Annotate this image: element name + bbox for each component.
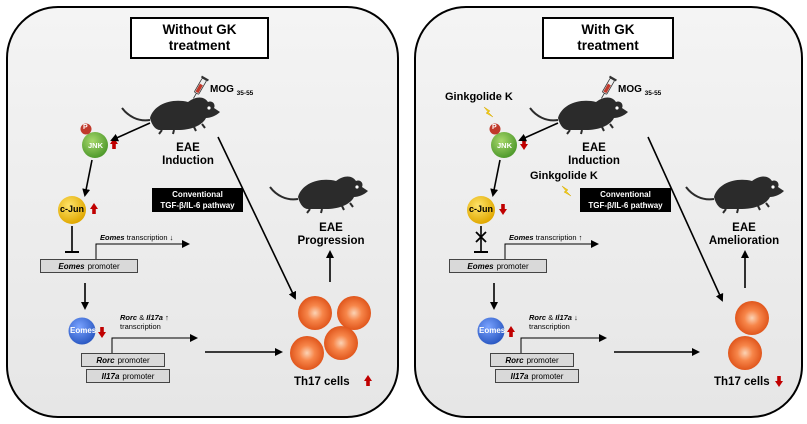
mouse-icon: [269, 175, 369, 214]
ginkgolide-label: Ginkgolide K: [530, 170, 598, 182]
eomes-node: [68, 317, 96, 345]
mog-label: MOG 35-55: [618, 84, 662, 97]
cjun-label: c-Jun: [60, 204, 85, 214]
mog-label: MOG 35-55: [210, 84, 254, 97]
th17-cell: [728, 336, 762, 370]
cjun-node: [467, 196, 495, 224]
ginkgolide-label: Ginkgolide K: [445, 91, 513, 103]
phospho-badge: [80, 123, 92, 135]
down-arrow-icon: [520, 139, 528, 150]
eomes-node-label: Eomes: [479, 326, 506, 335]
eomes-node-label: Eomes: [70, 326, 97, 335]
jnk-label: JNK: [88, 141, 104, 150]
up-arrow-icon: [364, 375, 372, 386]
p-label: P: [492, 124, 497, 131]
jnk-label: JNK: [497, 141, 513, 150]
lightning-icon: [483, 106, 494, 118]
th17-label: Th17 cells: [714, 376, 770, 388]
th17-cell: [735, 301, 769, 335]
cjun-node: [58, 196, 86, 224]
rorc-il17a-transcription-label: Rorc & Il17a ↓ transcription: [529, 313, 578, 331]
panel-title: Without GK treatment: [130, 17, 269, 59]
up-arrow-icon: [507, 326, 515, 337]
jnk-node: [491, 132, 517, 158]
down-arrow-icon: [499, 204, 507, 215]
rorc-il17a-transcription-label: Rorc & Il17a ↑ transcription: [120, 313, 169, 331]
th17-cell: [337, 296, 371, 330]
panel-title: With GK treatment: [542, 17, 674, 59]
eae-outcome-label: EAE Amelioration: [708, 222, 780, 247]
jnk-node: [82, 132, 108, 158]
lightning-icon: [561, 185, 572, 197]
down-arrow-icon: [775, 376, 783, 387]
pathway-box: Conventional TGF-β/IL-6 pathway: [580, 188, 671, 212]
th17-cell: [290, 336, 324, 370]
syringe-icon: [189, 75, 210, 101]
p-label: P: [83, 124, 88, 131]
down-arrow-icon: [98, 327, 106, 338]
syringe-icon: [597, 75, 618, 101]
cjun-label: c-Jun: [469, 204, 494, 214]
eomes-transcription-label: Eomes transcription ↑: [509, 233, 583, 242]
eae-induction-label: EAE Induction: [162, 142, 214, 167]
eae-outcome-label: EAE Progression: [297, 222, 365, 247]
eomes-transcription-label: Eomes transcription ↓: [100, 233, 174, 242]
eae-induction-label: EAE Induction: [568, 142, 620, 167]
up-arrow-icon: [90, 203, 98, 214]
pathway-box: Conventional TGF-β/IL-6 pathway: [152, 188, 243, 212]
th17-cell: [298, 296, 332, 330]
eomes-node: [477, 317, 505, 345]
mouse-icon: [685, 175, 785, 214]
th17-cell: [324, 326, 358, 360]
th17-label: Th17 cells: [294, 376, 350, 388]
phospho-badge: [489, 123, 501, 135]
